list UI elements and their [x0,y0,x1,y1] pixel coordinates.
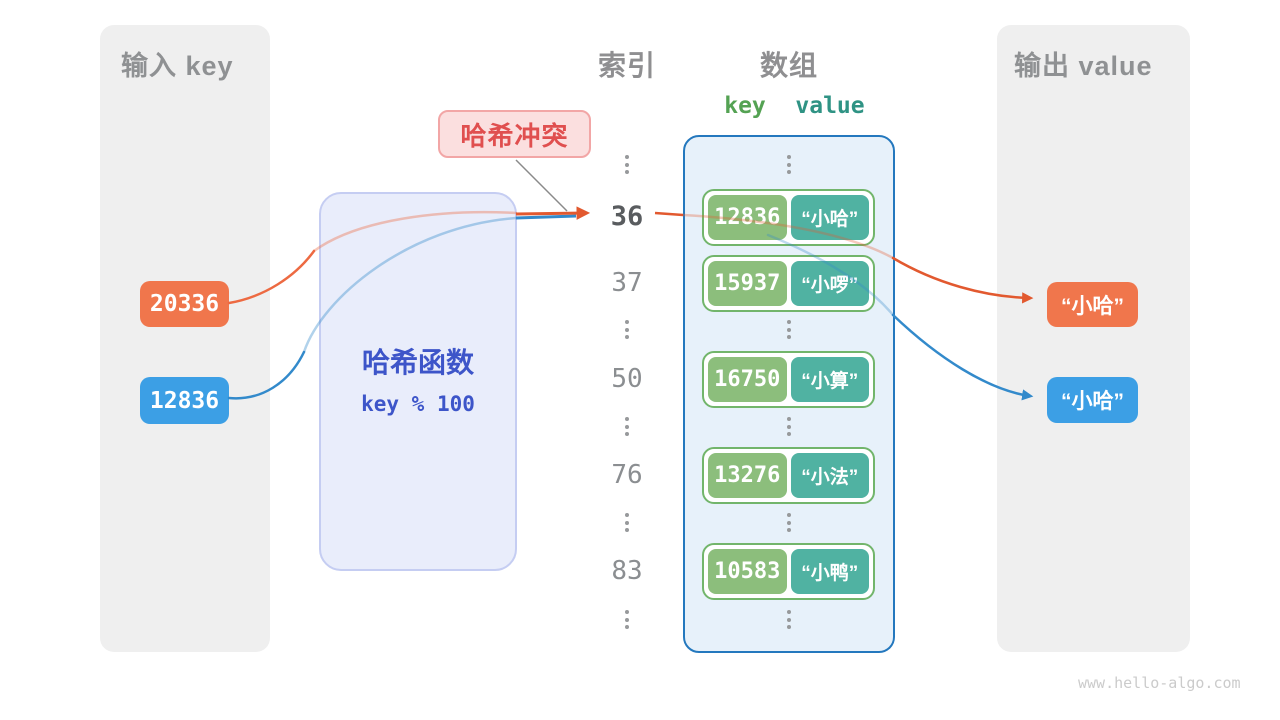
output-panel [997,25,1190,652]
hash-function-formula: key % 100 [361,392,475,416]
output-value-orange: “小哈” [1047,282,1138,327]
index-83: 83 [611,556,643,586]
input-panel [100,25,270,652]
array-entry: 10583 “小鸭” [702,543,875,600]
entry-key: 10583 [708,549,787,594]
entry-value: “小法” [790,453,869,498]
index-dots-ellipsis [624,320,630,339]
array-column-title: 数组 [759,50,818,81]
entry-value: “小算” [790,357,869,402]
array-dots-ellipsis [786,320,792,339]
entry-value: “小哈” [790,195,869,240]
array-dots-ellipsis [786,155,792,174]
arrow-hash-to-36-orange [515,206,591,220]
array-entry: 13276 “小法” [702,447,875,504]
array-dots-ellipsis [786,417,792,436]
input-key-20336: 20336 [140,281,229,327]
index-50: 50 [611,364,643,394]
input-key-12836: 12836 [140,377,229,424]
collision-pointer-line [515,159,568,212]
array-key-header: key [724,93,766,119]
array-dots-ellipsis [786,610,792,629]
output-value-blue: “小哈” [1047,377,1138,423]
entry-value: “小啰” [790,261,869,306]
array-dots-ellipsis [786,513,792,532]
entry-key: 15937 [708,261,787,306]
entry-key: 13276 [708,453,787,498]
hash-function-box [319,192,517,571]
entry-value: “小鸭” [790,549,869,594]
hash-function-name: 哈希函数 [361,347,474,378]
watermark: www.hello-algo.com [1078,674,1241,692]
index-dots-ellipsis [624,417,630,436]
array-entry: 16750 “小算” [702,351,875,408]
output-panel-title: 输出 value [1014,51,1153,81]
index-dots-ellipsis [624,610,630,629]
index-76: 76 [611,460,643,490]
array-entry: 15937 “小啰” [702,255,875,312]
index-column-title: 索引 [597,50,656,81]
entry-key: 12836 [708,195,787,240]
array-value-header: value [795,93,865,119]
index-37: 37 [611,268,643,298]
array-entry: 12836 “小哈” [702,189,875,246]
arrow-hash-to-36-blue [515,214,577,220]
index-dots-ellipsis [624,513,630,532]
input-panel-title: 输入 key [121,51,234,81]
collision-callout: 哈希冲突 [438,110,591,158]
entry-key: 16750 [708,357,787,402]
index-dots-ellipsis [624,155,630,174]
index-36-highlighted: 36 [610,201,644,232]
